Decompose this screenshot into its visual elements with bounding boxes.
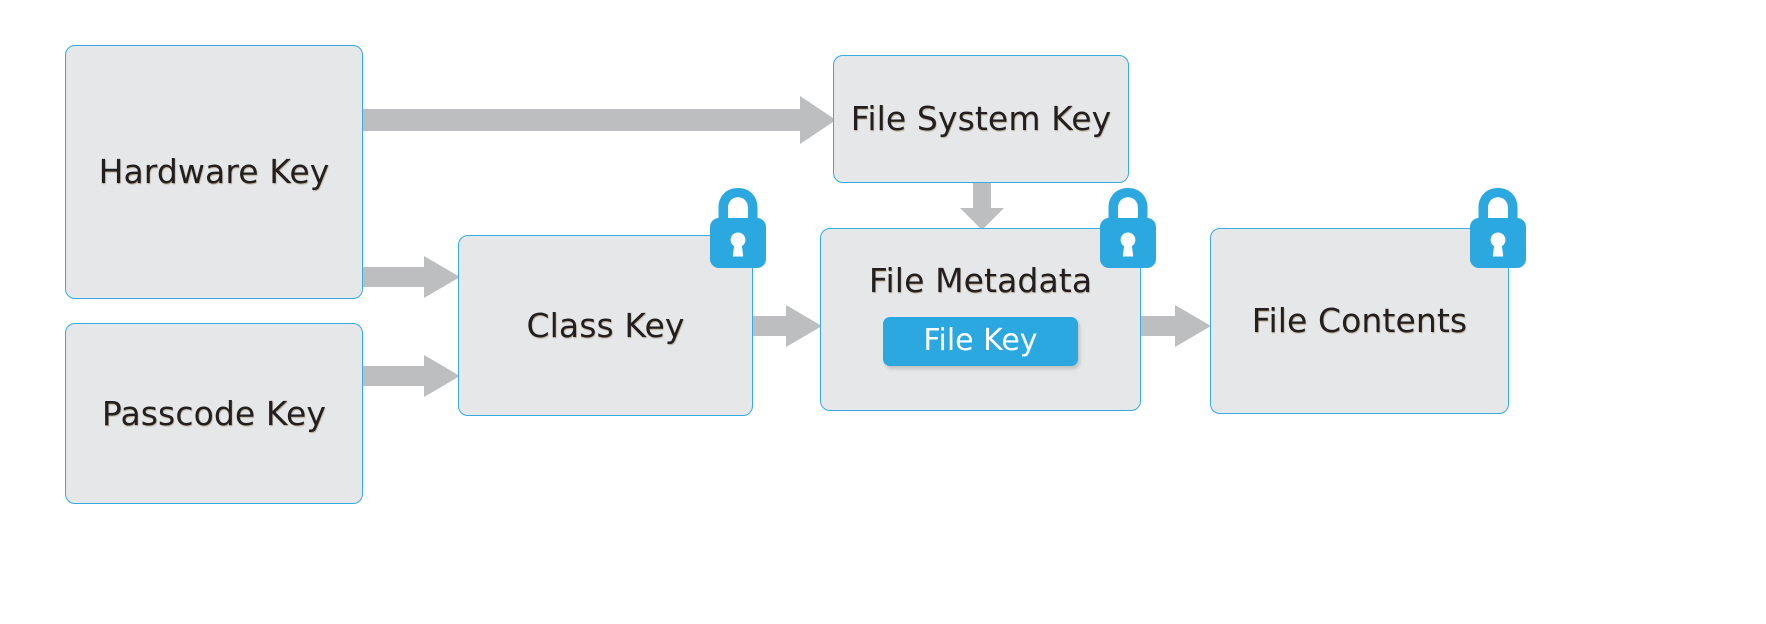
node-file-contents[interactable]: File Contents (1210, 228, 1509, 414)
node-class-key[interactable]: Class Key (458, 235, 753, 416)
lock-icon-file-contents (1466, 186, 1530, 270)
node-file-metadata-label: File Metadata (868, 261, 1093, 300)
arrow-hardware-key-to-class-key (362, 256, 460, 298)
lock-icon-class-key (706, 186, 770, 270)
lock-icon-file-metadata (1096, 186, 1160, 270)
arrow-hardware-key-to-file-system-key (362, 96, 836, 144)
node-file-metadata[interactable]: File Metadata File Key (820, 228, 1141, 411)
node-hardware-key-label: Hardware Key (98, 152, 330, 192)
node-file-contents-label: File Contents (1251, 301, 1468, 341)
node-passcode-key[interactable]: Passcode Key (65, 323, 363, 504)
arrow-class-key-to-file-metadata (752, 305, 822, 347)
node-file-system-key-label: File System Key (850, 99, 1112, 139)
arrow-file-system-key-to-file-metadata (960, 182, 1004, 230)
node-passcode-key-label: Passcode Key (101, 393, 327, 433)
node-class-key-label: Class Key (526, 305, 685, 345)
node-hardware-key[interactable]: Hardware Key (65, 45, 363, 299)
arrow-file-metadata-to-file-contents (1141, 305, 1211, 347)
node-file-system-key[interactable]: File System Key (833, 55, 1129, 183)
arrow-passcode-key-to-class-key (362, 355, 460, 397)
file-key-badge[interactable]: File Key (883, 316, 1078, 366)
